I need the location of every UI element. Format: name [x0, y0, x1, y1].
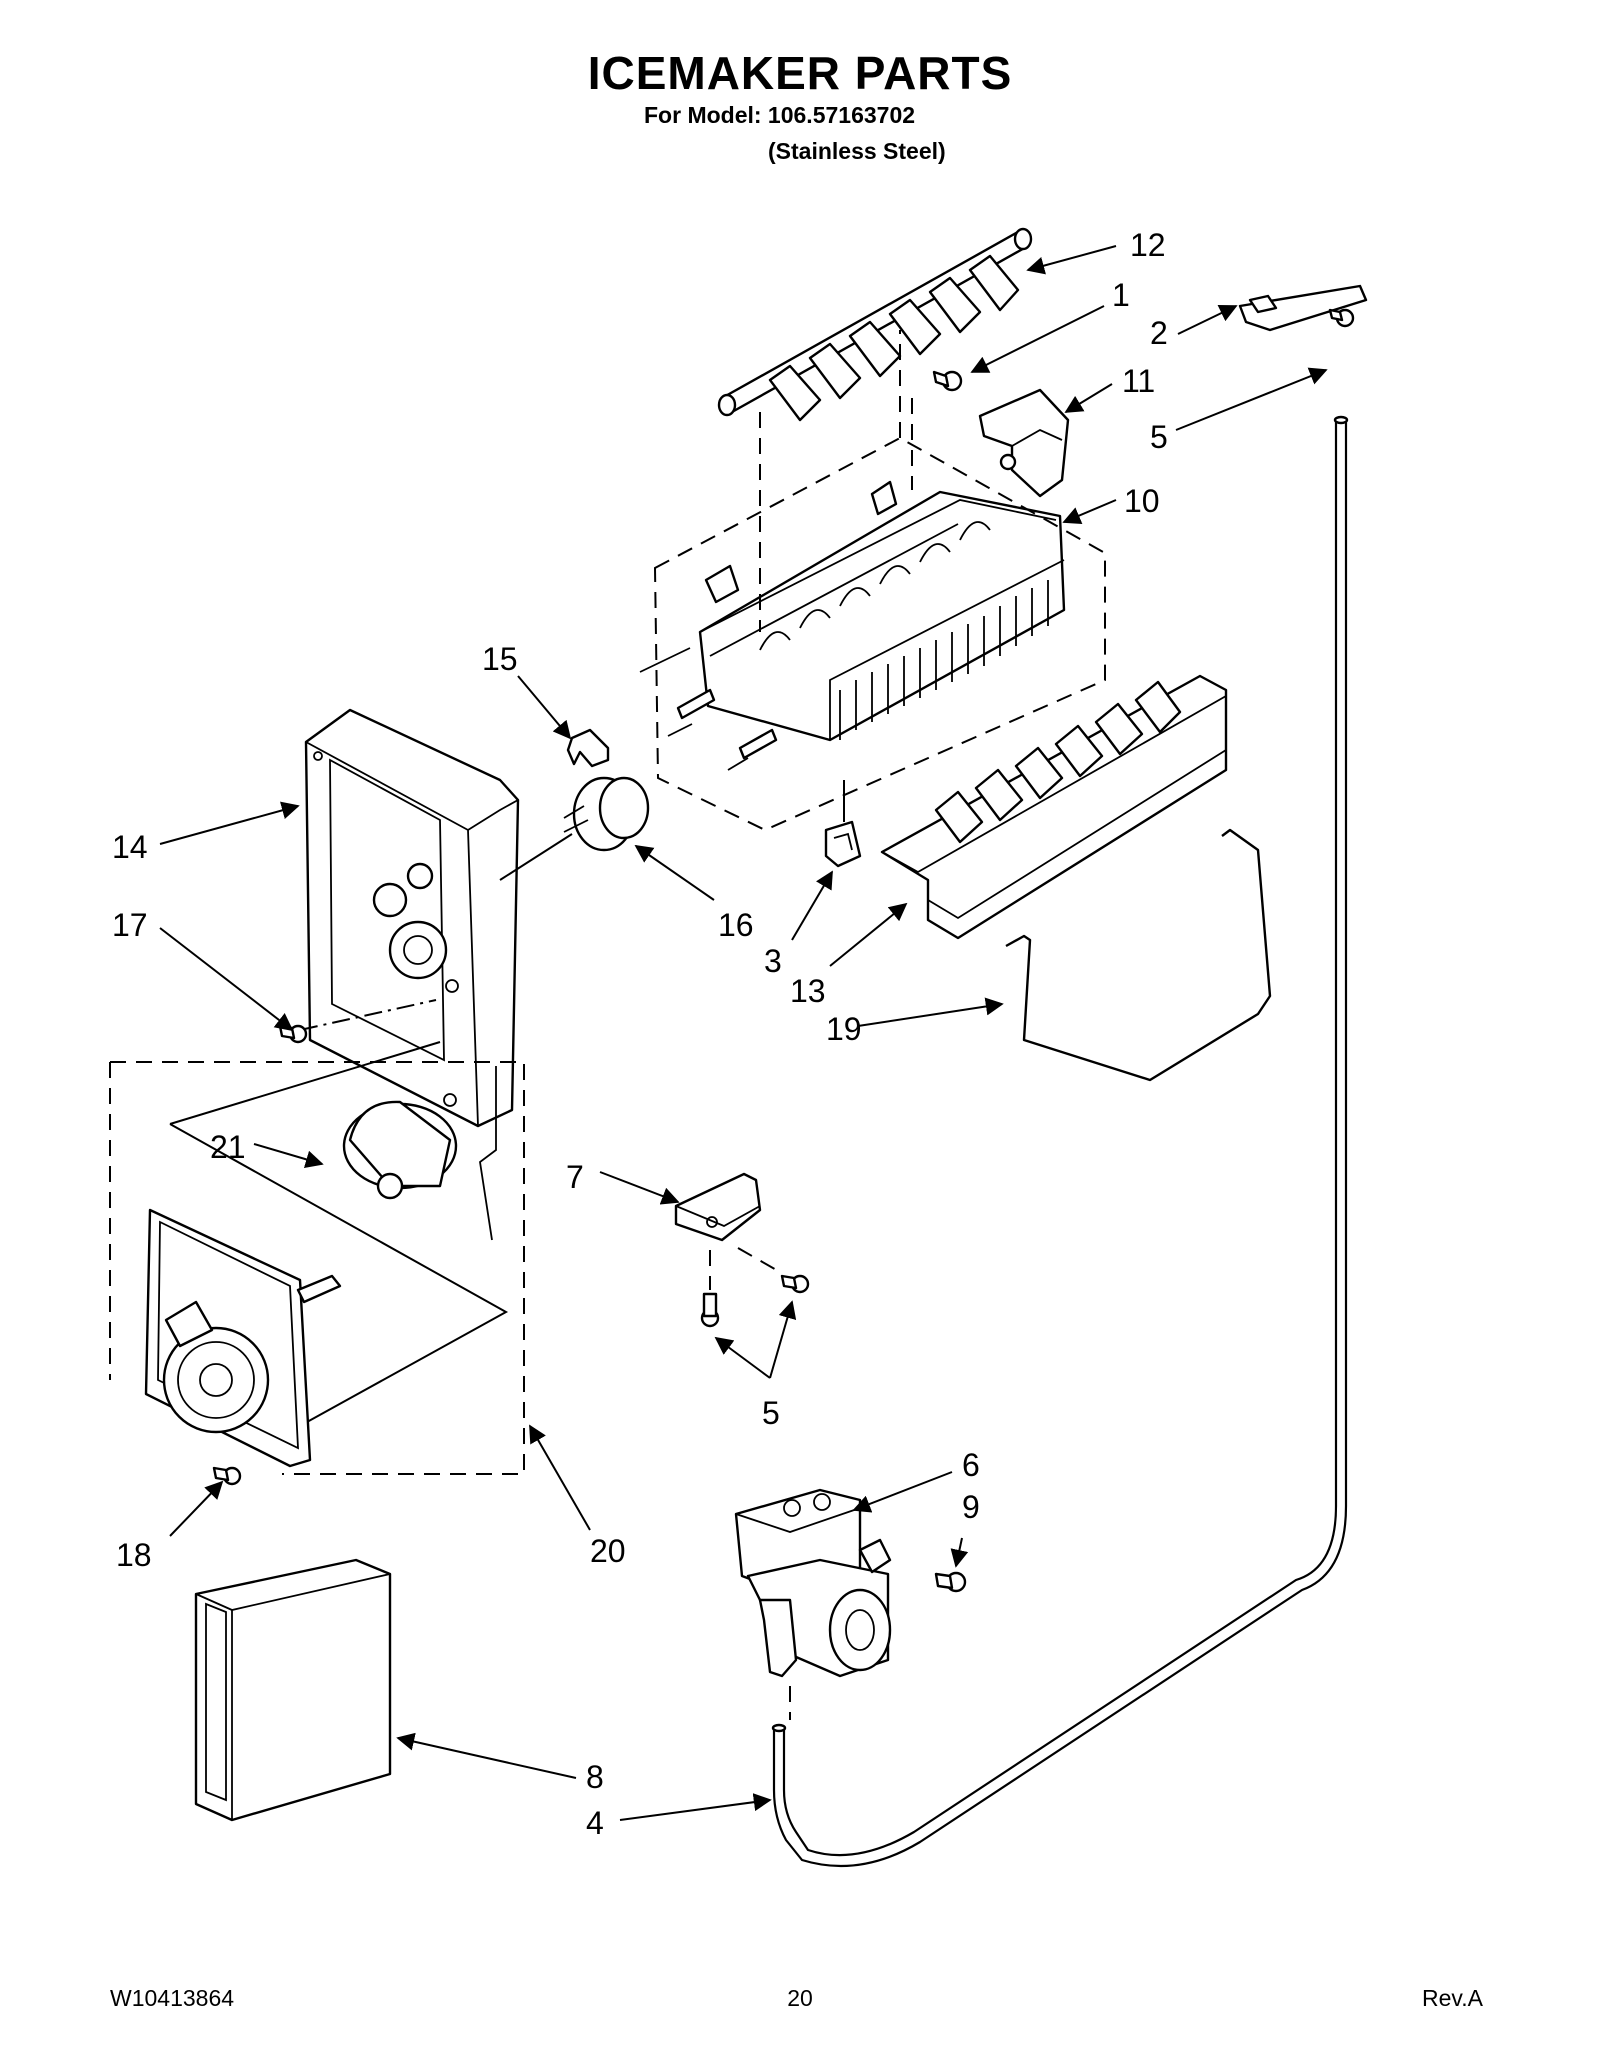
callout-4: 4	[586, 1805, 604, 1841]
callout-8: 8	[586, 1759, 604, 1795]
ice-mold	[639, 480, 1066, 771]
revision-label: Rev.A	[1422, 1985, 1483, 2011]
callout-12: 12	[1130, 227, 1166, 263]
callout-10: 10	[1124, 483, 1160, 519]
callout-17: 17	[112, 907, 148, 943]
icemaker-housing	[304, 708, 520, 1128]
callout-5-lower: 5	[762, 1395, 780, 1431]
document-number: W10413864	[110, 1985, 235, 2011]
model-line: For Model: 106.57163702	[644, 102, 916, 128]
page-number: 20	[787, 1985, 813, 2011]
thermostat-clip	[824, 820, 862, 868]
page-title: ICEMAKER PARTS	[587, 47, 1013, 99]
finish-line: (Stainless Steel)	[768, 138, 946, 164]
screw-5-a	[700, 1292, 720, 1328]
callout-7: 7	[566, 1159, 584, 1195]
callout-19: 19	[826, 1011, 862, 1047]
callout-9: 9	[962, 1489, 980, 1525]
screw-18	[212, 1466, 242, 1486]
callout-21: 21	[210, 1129, 246, 1165]
motor	[342, 1066, 497, 1241]
callout-16: 16	[718, 907, 754, 943]
mounting-bracket	[978, 388, 1070, 498]
ejector-blade-shaft	[717, 227, 1033, 422]
callout-13: 13	[790, 973, 826, 1009]
screw-5-b	[780, 1274, 810, 1294]
thermostat-spring-clip	[566, 728, 610, 768]
thermostat	[563, 776, 650, 852]
callout-18: 18	[116, 1537, 152, 1573]
retainer-clip	[1238, 284, 1368, 332]
screw-17	[278, 1024, 308, 1044]
screw-1	[932, 370, 963, 392]
callout-3: 3	[764, 943, 782, 979]
callout-20: 20	[590, 1533, 626, 1569]
callout-5-upper: 5	[1150, 419, 1168, 455]
screw-5-upper	[1328, 308, 1355, 328]
screw-9	[934, 1571, 967, 1593]
callout-6: 6	[962, 1447, 980, 1483]
callout-14: 14	[112, 829, 148, 865]
callout-11: 11	[1122, 363, 1155, 399]
callout-2: 2	[1150, 315, 1168, 351]
valve-bracket	[674, 1172, 762, 1242]
callout-1: 1	[1112, 277, 1130, 313]
motor-module	[144, 1208, 342, 1468]
callout-15: 15	[482, 641, 518, 677]
water-valve	[734, 1488, 892, 1678]
ice-stripper	[880, 674, 1228, 940]
access-panel	[194, 1558, 392, 1822]
